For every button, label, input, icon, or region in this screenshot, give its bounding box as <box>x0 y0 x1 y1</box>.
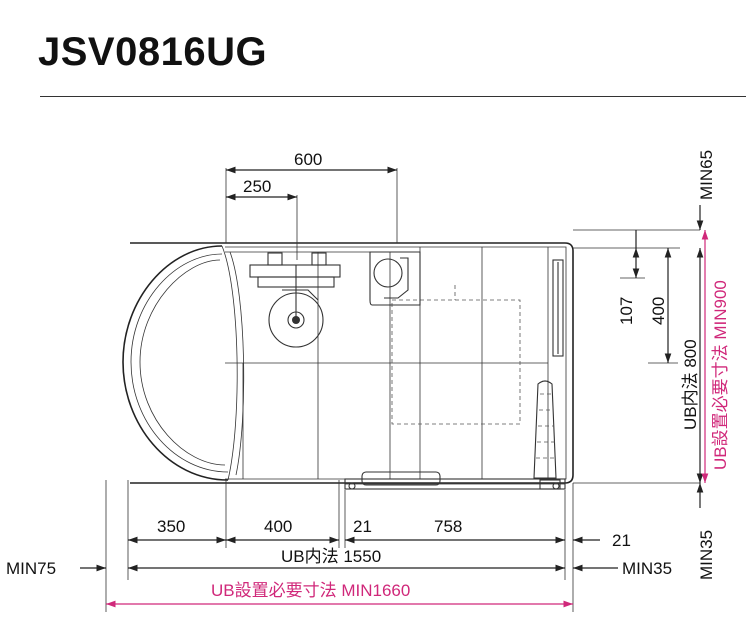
dim-min35-right: MIN35 <box>697 530 716 580</box>
floor-plan <box>122 229 700 490</box>
title-divider <box>40 96 746 97</box>
page-title: JSV0816UG <box>38 30 268 74</box>
dim-ub-inner-depth: UB内法 800 <box>681 339 700 430</box>
dim-21-right: 21 <box>612 531 631 550</box>
curved-shower-door <box>122 245 229 481</box>
dim-600: 600 <box>294 150 322 169</box>
bottom-dimensions <box>80 480 618 612</box>
counter-outline <box>391 299 521 425</box>
dim-min65: MIN65 <box>697 150 716 200</box>
towel-bar <box>552 259 564 357</box>
dim-ub-required-depth: UB設置必要寸法 MIN900 <box>711 280 730 470</box>
bath-outline <box>130 242 574 484</box>
drain-channel <box>533 380 557 479</box>
dim-107: 107 <box>617 297 636 325</box>
dim-min75: MIN75 <box>6 559 56 578</box>
dim-350: 350 <box>157 517 185 536</box>
top-dimensions <box>225 166 398 260</box>
dim-400-horizontal: 400 <box>264 517 292 536</box>
right-dimensions <box>620 205 709 508</box>
dim-ub-inner-width: UB内法 1550 <box>281 547 381 566</box>
dim-250: 250 <box>243 177 271 196</box>
faucet-fixture <box>249 252 341 348</box>
dim-21-left: 21 <box>353 517 372 536</box>
door-threshold <box>344 471 566 490</box>
dim-400-vertical: 400 <box>649 297 668 325</box>
dim-ub-required-width: UB設置必要寸法 MIN1660 <box>211 581 410 600</box>
shelf-fixture <box>369 251 421 306</box>
dim-758: 758 <box>434 517 462 536</box>
dim-min35-bottom: MIN35 <box>622 559 672 578</box>
